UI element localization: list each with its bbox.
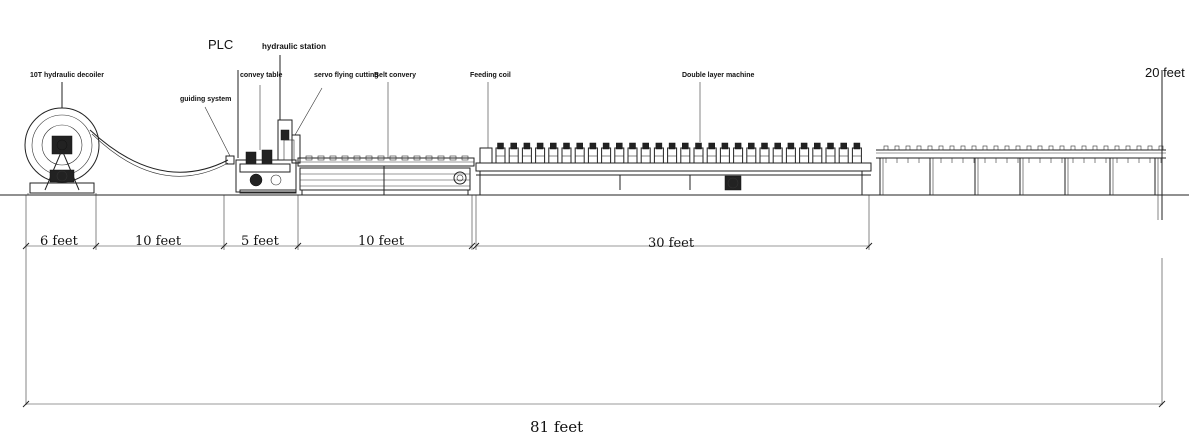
roller-stand [548, 142, 559, 164]
convey-table-assembly [235, 70, 297, 194]
label-belt-convery: Belt convery [374, 72, 416, 79]
dimension-30-feet: 30 feet [648, 236, 695, 251]
roller-stand [706, 142, 717, 164]
roller-stand [495, 142, 506, 164]
roller-stand [601, 142, 612, 164]
strip-loop [89, 129, 229, 173]
roller-stand [614, 142, 625, 164]
roller-stand [640, 142, 651, 164]
roller-stand [574, 142, 585, 164]
roller-stand [812, 142, 823, 164]
roller-stand [508, 142, 519, 164]
roller-stand [799, 142, 810, 164]
dimension-10-feet-b: 10 feet [358, 234, 405, 249]
label-decoiler: 10T hydraulic decoiler [30, 72, 104, 79]
roller-stand [772, 142, 783, 164]
label-guiding-system: guiding system [180, 96, 231, 103]
dimension-5-feet: 5 feet [241, 234, 280, 249]
roller-stand [693, 142, 704, 164]
dimension-6-feet: 6 feet [40, 234, 79, 249]
roller-stand [719, 142, 730, 164]
double-layer-machine [475, 82, 872, 195]
roller-stand [759, 142, 770, 164]
label-plc: PLC [208, 37, 233, 52]
label-servo-flying-cutting: servo flying cutting [314, 72, 379, 79]
roller-stand [535, 142, 546, 164]
decoiler-machine [24, 82, 100, 195]
dimension-81-feet: 81 feet [530, 418, 583, 436]
label-20-feet: 20 feet [1145, 65, 1185, 80]
label-double-layer-machine: Double layer machine [682, 72, 754, 79]
roller-stand [838, 142, 849, 164]
roller-stands [495, 142, 862, 164]
guiding-system [204, 106, 235, 165]
dimension-lines [22, 195, 1166, 408]
servo-cutter-unit [291, 87, 323, 164]
belt-conveyor [297, 82, 475, 195]
label-convey-table: convey table [240, 72, 283, 79]
roller-stand [587, 142, 598, 164]
label-hydraulic-station: hydraulic station [262, 42, 326, 51]
label-feeding-coil: Feeding coil [470, 72, 511, 79]
roller-stand [825, 142, 836, 164]
roller-stand [667, 142, 678, 164]
roller-stand [561, 142, 572, 164]
roller-stand [521, 142, 532, 164]
roller-stand [627, 142, 638, 164]
roller-stand [680, 142, 691, 164]
dimension-10-feet-a: 10 feet [135, 234, 182, 249]
roller-stand [785, 142, 796, 164]
roller-stand [653, 142, 664, 164]
roller-stand [746, 142, 757, 164]
runout-table [876, 70, 1166, 220]
roller-stand [733, 142, 744, 164]
roller-stand [851, 142, 862, 164]
